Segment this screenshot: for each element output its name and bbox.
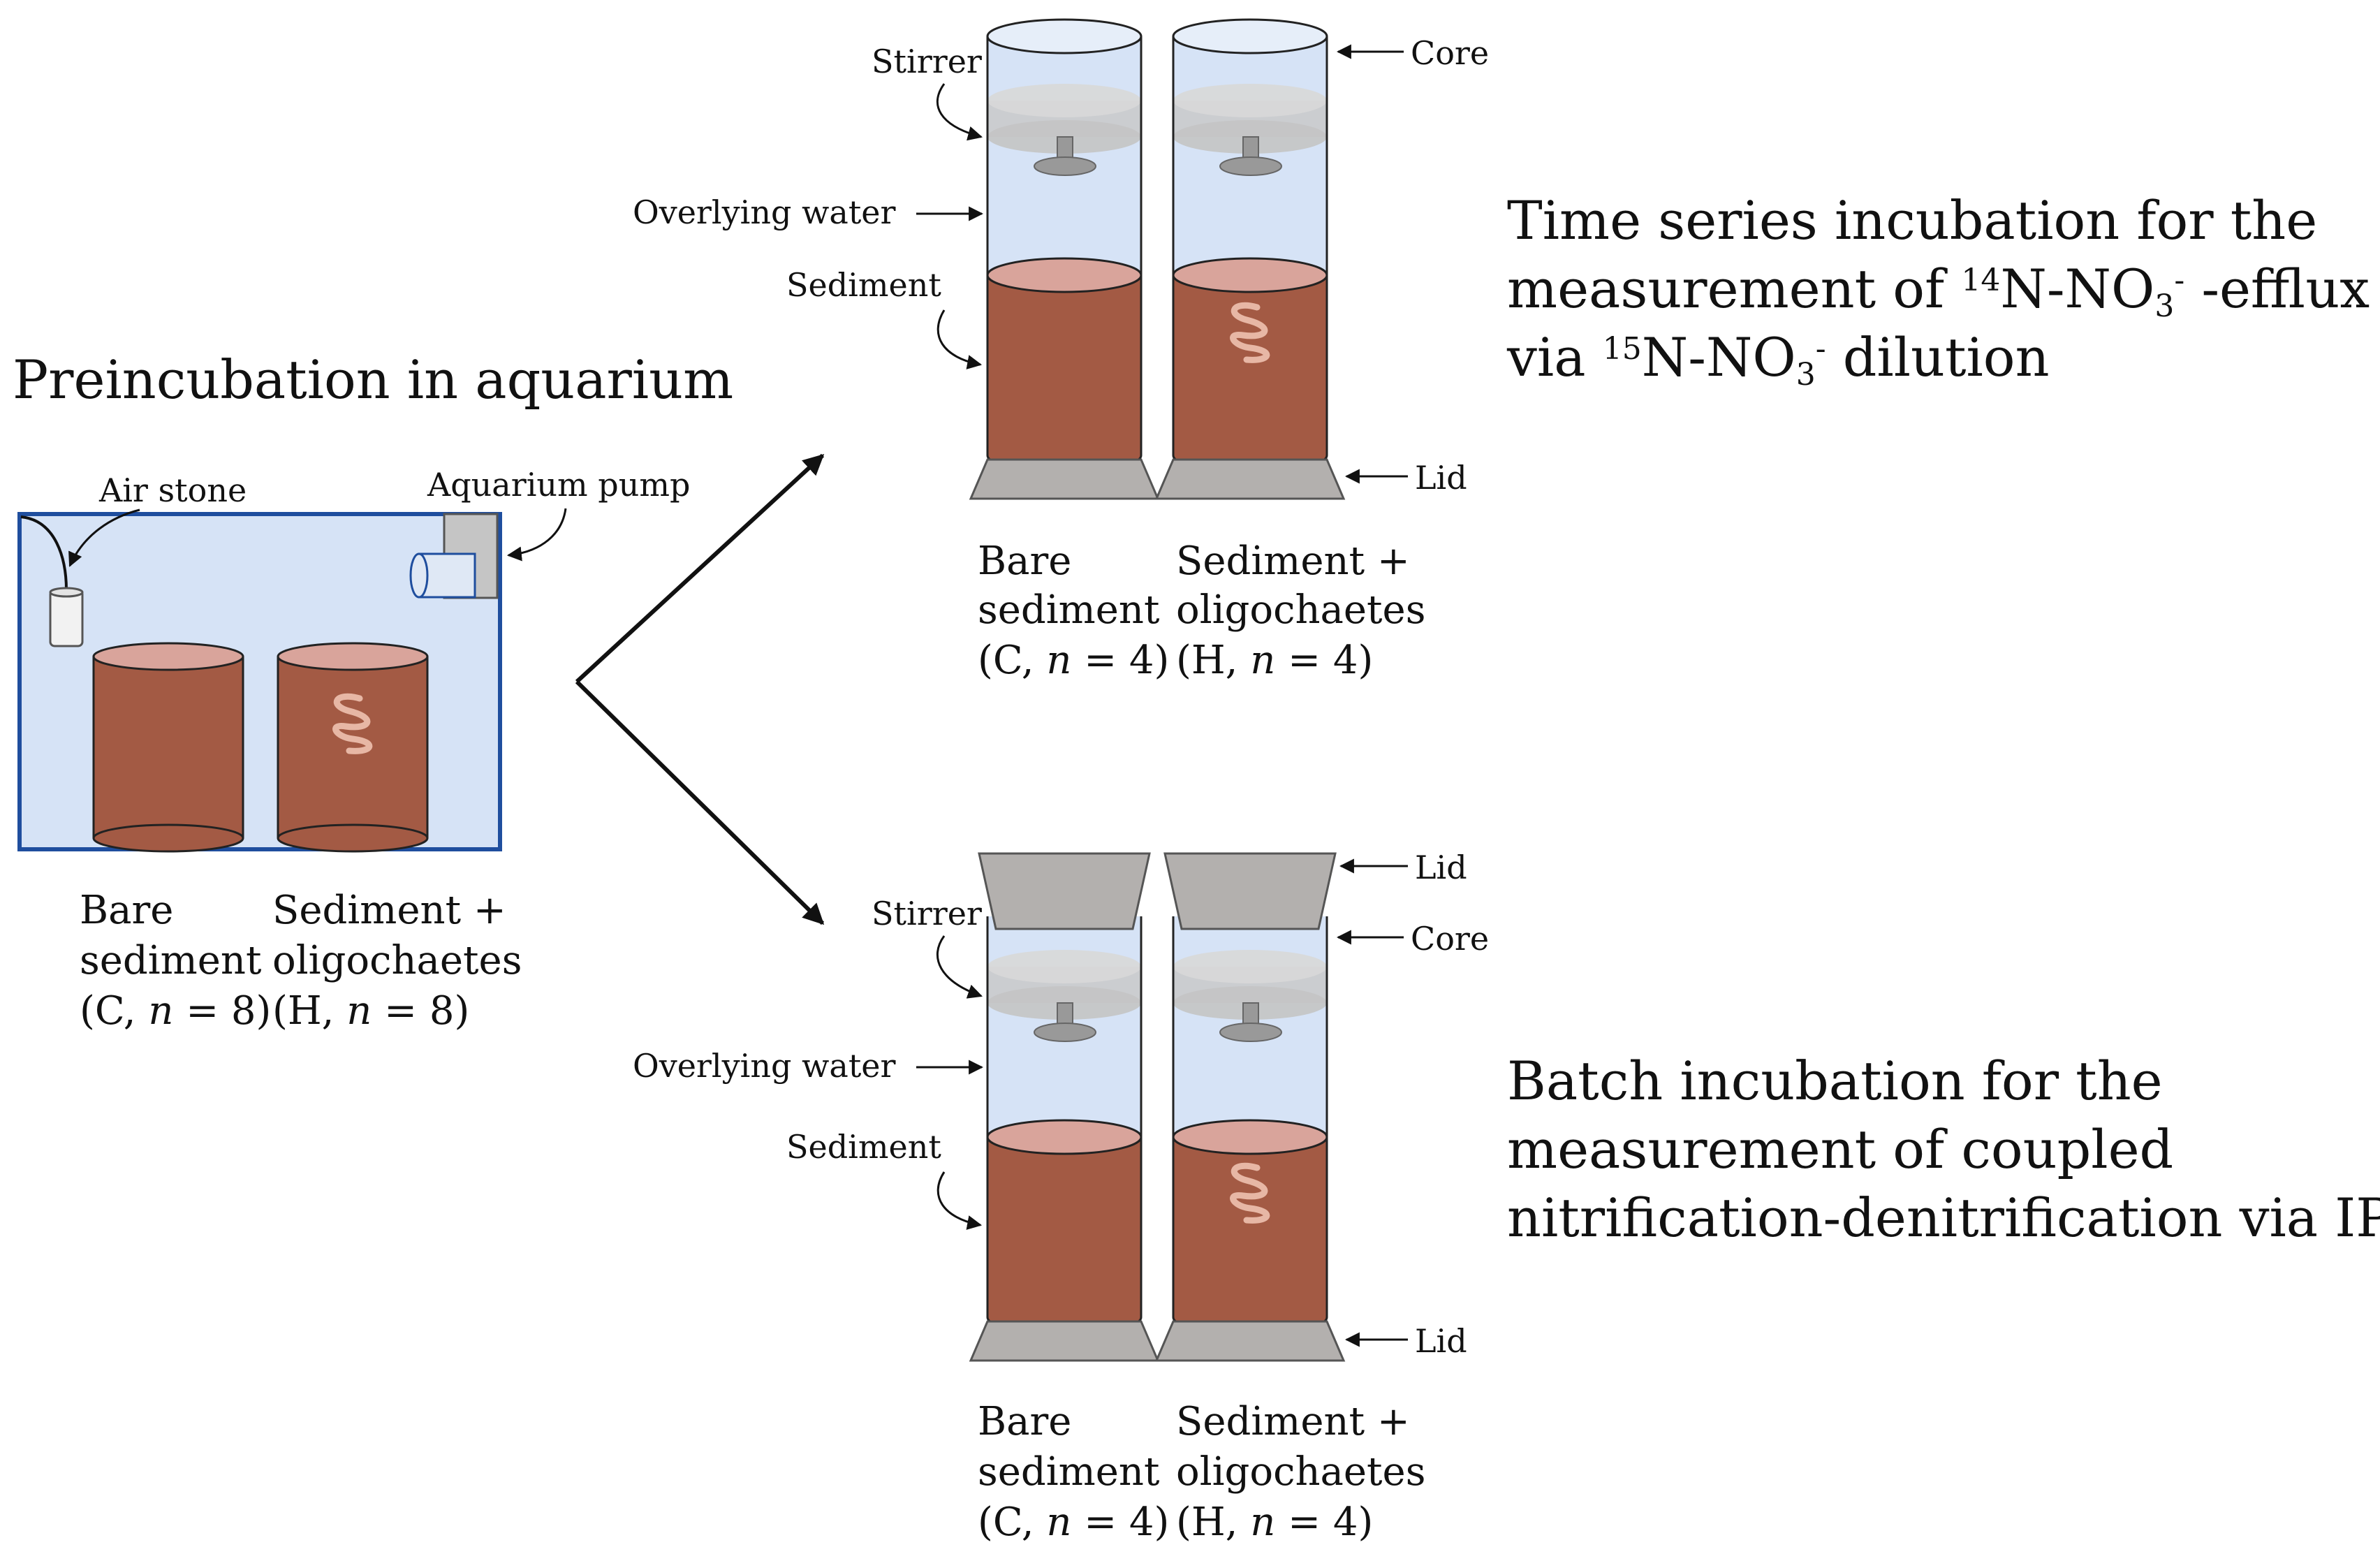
caption-line-2: sediment: [978, 587, 1160, 633]
batch-caption-bare: Bare sediment (C, n = 4): [978, 1399, 1169, 1545]
air-stone-label: Air stone: [98, 471, 247, 509]
top-lid: [978, 852, 1151, 930]
title-line-3: via 15N-NO3- dilution: [1506, 326, 2050, 393]
batch-core-label: Core: [1411, 920, 1489, 958]
oligochaete-worm: [1230, 302, 1270, 363]
caption-line-2: oligochaetes: [1176, 587, 1425, 633]
ts-core-label: Core: [1411, 34, 1489, 72]
caption-line-3: (C, n = 8): [80, 988, 271, 1034]
batch-section: Stirrer Overlying water Sediment Lid Cor…: [633, 849, 2380, 1545]
preincubation-title: Preincubation in aquarium: [13, 349, 733, 411]
time-series-caption-oligochaetes: Sediment + oligochaetes (H, n = 4): [1176, 538, 1425, 683]
ts-stirrer-label: Stirrer: [872, 43, 982, 80]
bottom-lid: [1154, 458, 1346, 500]
caption-line-1: Sediment +: [1176, 538, 1410, 584]
time-series-caption-bare: Bare sediment (C, n = 4): [978, 538, 1169, 683]
caption-line-2: oligochaetes: [272, 938, 522, 983]
caption-line-1: Bare: [80, 888, 173, 933]
aquarium-pump-nozzle-end: [409, 552, 429, 599]
ts-overlying-water-label: Overlying water: [633, 193, 896, 231]
ts-sediment-arrow: [936, 309, 983, 369]
batch-stirrer-label: Stirrer: [872, 895, 982, 932]
aquarium-core-oligochaetes: [277, 642, 429, 853]
time-series-core-oligochaetes: [1154, 18, 1346, 500]
caption-line-3: (C, n = 4): [978, 1500, 1169, 1545]
batch-sediment-arrow: [936, 1171, 983, 1230]
preincubation-section: Preincubation in aquarium Air stone: [13, 349, 733, 1034]
title-line-2: measurement of coupled: [1507, 1118, 2173, 1180]
air-stone-arrow: [68, 508, 140, 567]
caption-line-1: Sediment +: [272, 888, 506, 933]
ts-stirrer-arrow: [936, 83, 983, 141]
batch-overlying-water-label: Overlying water: [633, 1047, 896, 1085]
stirrer-paddle: [1034, 156, 1096, 176]
time-series-title: Time series incubation for the measureme…: [1506, 189, 2370, 393]
caption-line-2: oligochaetes: [1176, 1449, 1425, 1495]
caption-line-1: Bare: [978, 538, 1071, 584]
caption-line-3: (H, n = 8): [272, 988, 469, 1034]
batch-sediment-label: Sediment: [786, 1128, 941, 1166]
air-stone: [49, 589, 84, 647]
bottom-lid: [969, 458, 1160, 500]
time-series-section: Stirrer Overlying water Sediment Core Li…: [633, 18, 2370, 683]
caption-line-1: Bare: [978, 1399, 1071, 1444]
stirrer-paddle: [1034, 1023, 1096, 1042]
stirrer-paddle: [1219, 1023, 1282, 1042]
caption-line-3: (H, n = 4): [1176, 638, 1373, 683]
title-line-2: measurement of 14N-NO3- -efflux: [1507, 258, 2370, 324]
aquarium-pump-label: Aquarium pump: [427, 466, 690, 504]
ts-sediment-label: Sediment: [786, 266, 941, 304]
bottom-lid: [1154, 1320, 1346, 1362]
preincubation-caption-oligochaetes: Sediment + oligochaetes (H, n = 8): [272, 888, 522, 1034]
oligochaete-worm: [1230, 1162, 1270, 1224]
batch-title: Batch incubation for the measurement of …: [1507, 1050, 2380, 1249]
caption-line-3: (C, n = 4): [978, 638, 1169, 683]
aquarium-core-bare: [92, 642, 244, 853]
batch-caption-oligochaetes: Sediment + oligochaetes (H, n = 4): [1176, 1399, 1425, 1545]
aquarium-pump-arrow: [506, 508, 567, 562]
batch-core-oligochaetes: [1154, 852, 1346, 1362]
batch-lid-bottom-label: Lid: [1415, 1322, 1467, 1360]
batch-stirrer-arrow: [936, 935, 983, 999]
batch-core-bare: [969, 852, 1160, 1362]
ts-lid-label: Lid: [1415, 459, 1467, 497]
air-stone-top: [49, 587, 84, 598]
title-line-3: nitrification-denitrification via IPT: [1507, 1187, 2380, 1249]
title-line-1: Batch incubation for the: [1507, 1050, 2163, 1112]
bottom-lid: [969, 1320, 1160, 1362]
arrow-to-time-series: [575, 453, 825, 684]
caption-line-2: sediment: [978, 1449, 1160, 1495]
oligochaete-worm: [332, 693, 373, 754]
stirrer-paddle: [1219, 156, 1282, 176]
caption-line-1: Sediment +: [1176, 1399, 1410, 1444]
caption-line-2: sediment: [80, 938, 262, 983]
arrow-to-batch: [575, 680, 825, 925]
batch-lid-top-label: Lid: [1415, 849, 1467, 886]
air-tube: [20, 515, 68, 591]
caption-line-3: (H, n = 4): [1176, 1500, 1373, 1545]
preincubation-caption-bare: Bare sediment (C, n = 8): [80, 888, 271, 1034]
time-series-core-bare: [969, 18, 1160, 500]
top-lid: [1163, 852, 1337, 930]
title-line-1: Time series incubation for the: [1507, 189, 2317, 251]
